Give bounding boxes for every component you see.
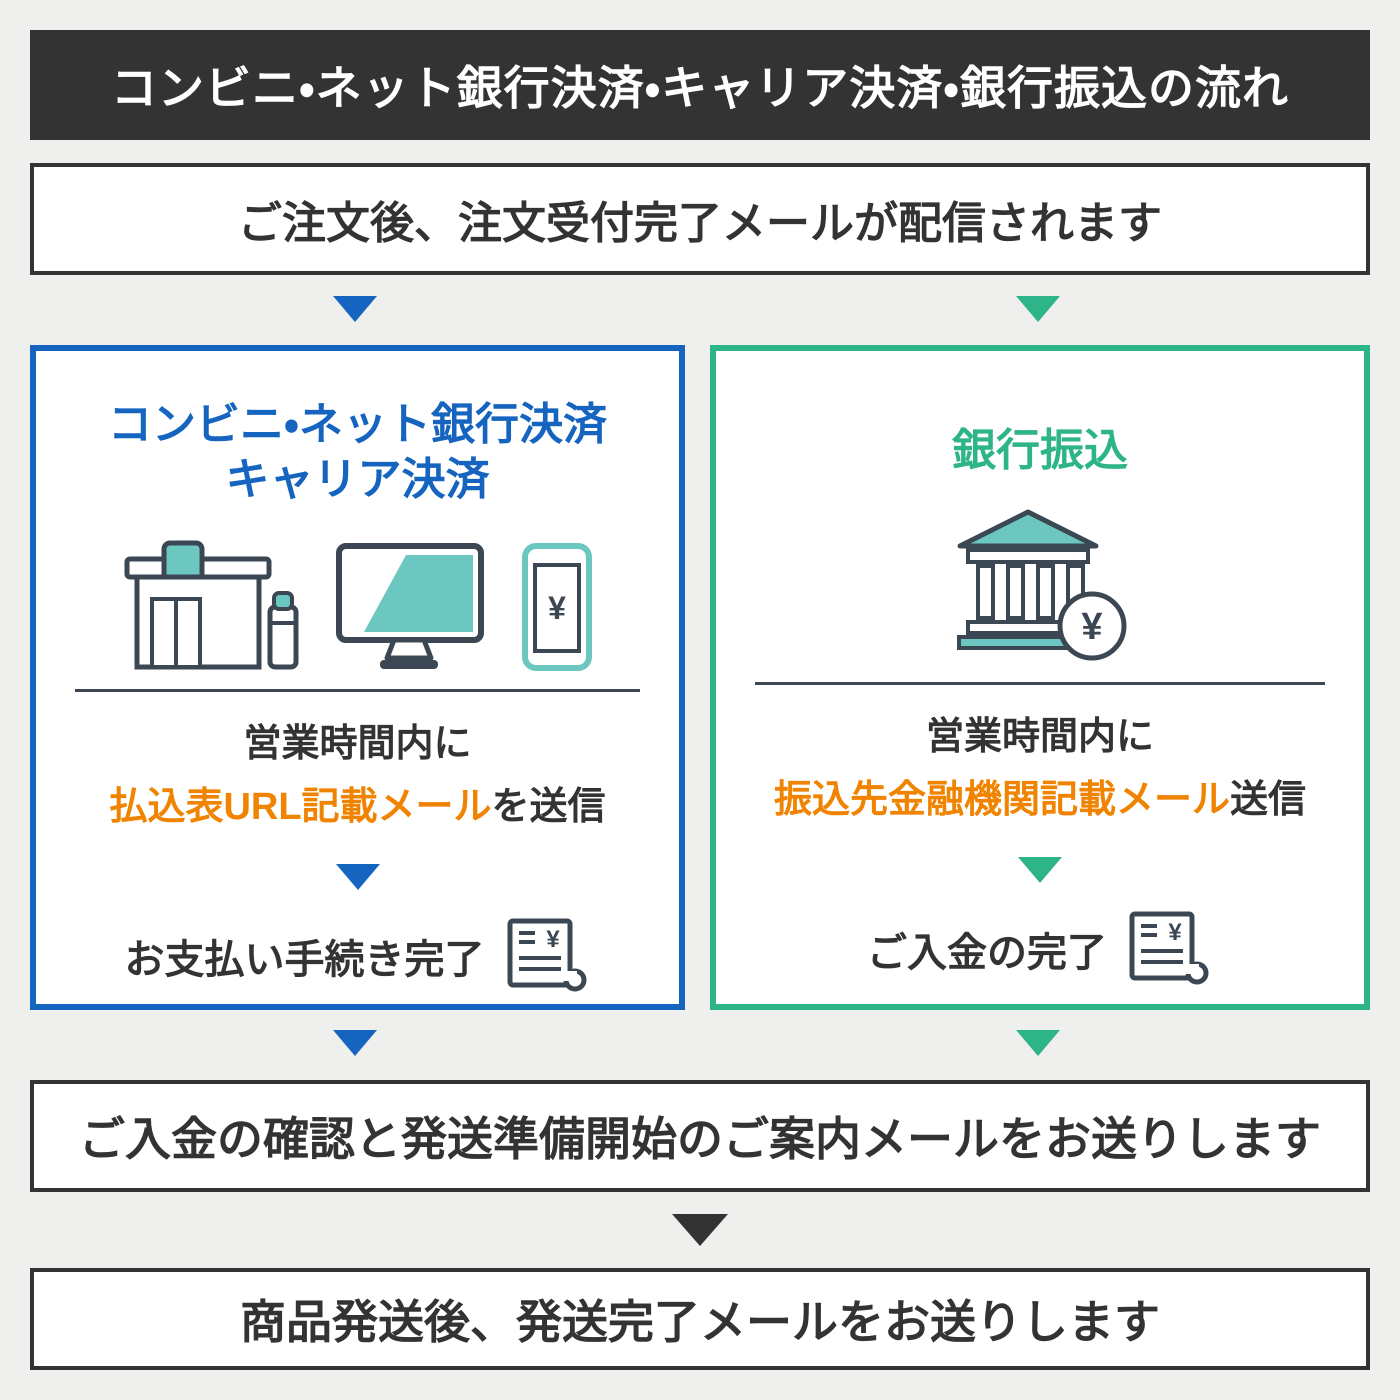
arrow-down-green-inner [1018,857,1062,883]
step-shipped-text: 商品発送後、発送完了メールをお送りします [240,1296,1160,1348]
panel-convenience-payment: コンビニ・ネット銀行決済 キャリア決済 [30,345,685,1010]
convenience-hours-text: 営業時間内に [243,723,472,765]
bank-mail-highlight: 振込先金融機関記載メール [773,779,1230,821]
receipt-icon: ¥ [1127,909,1213,989]
convenience-complete-row: お支払い手続き完了 ¥ [125,916,591,996]
panel-convenience-divider [74,689,641,692]
smartphone-yen-symbol: ¥ [548,590,566,626]
panel-bank-divider [754,682,1326,685]
arrow-down-green-bottom [1016,1030,1060,1056]
panel-bank-transfer: 銀行振込 ¥ 営業時間内に 振込先金融機関記載メール [710,345,1370,1010]
arrow-down-blue-inner [335,864,380,890]
step-order-box: ご注文後、注文受付完了メールが配信されます [30,163,1370,275]
arrow-down-blue-bottom [333,1030,377,1056]
bank-complete-row: ご入金の完了 ¥ [867,909,1213,989]
page-title: コンビニ・ネット銀行決済・キャリア決済・銀行振込の流れ [111,62,1289,114]
convenience-mail-highlight: 払込表URL記載メール [109,786,492,828]
step-confirm-box: ご入金の確認と発送準備開始のご案内メールをお送りします [30,1080,1370,1192]
arrow-down-green-top [1016,296,1060,322]
convenience-mail-text: 払込表URL記載メールを送信 [109,775,605,830]
step-order-text: ご注文後、注文受付完了メールが配信されます [238,199,1162,248]
bank-complete-text: ご入金の完了 [867,931,1107,975]
bank-yen-symbol: ¥ [1081,606,1102,648]
panel-convenience-title: コンビニ・ネット銀行決済 キャリア決済 [108,397,607,507]
bank-hours-text: 営業時間内に [925,716,1154,758]
convenience-complete-text: お支払い手続き完了 [124,938,485,982]
panel-convenience-title-line1: コンビニ・ネット銀行決済 [108,400,607,449]
panel-convenience-title-line2: キャリア決済 [225,455,490,504]
bank-mail-suffix: 送信 [1230,779,1307,821]
arrow-down-dark [672,1214,728,1246]
step-shipped-box: 商品発送後、発送完了メールをお送りします [30,1268,1370,1370]
bank-icon-row: ¥ [952,504,1128,666]
bank-icon: ¥ [952,506,1128,666]
receipt-icon: ¥ [505,916,591,996]
smartphone-icon: ¥ [520,541,594,673]
step-confirm-text: ご入金の確認と発送準備開始のご案内メールをお送りします [79,1113,1321,1165]
computer-monitor-icon [334,541,486,673]
panel-bank-title: 銀行振込 [952,426,1128,475]
receipt-yen-symbol: ¥ [546,926,560,953]
receipt-yen-symbol: ¥ [1168,919,1182,946]
arrow-down-blue-top [333,296,377,322]
bank-mail-text: 振込先金融機関記載メール送信 [774,768,1306,823]
convenience-store-icon [122,535,300,673]
header-bar: コンビニ・ネット銀行決済・キャリア決済・銀行振込の流れ [30,30,1370,140]
convenience-mail-suffix: を送信 [491,786,606,828]
convenience-icon-row: ¥ [122,523,594,673]
